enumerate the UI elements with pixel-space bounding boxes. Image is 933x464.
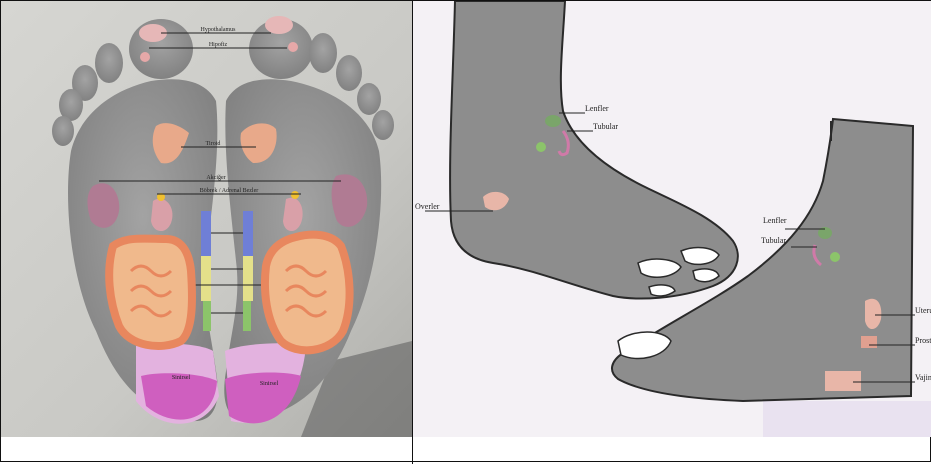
label-lenfler-2: Lenfler: [763, 216, 787, 225]
sole-reflexology-chart: Hypothalamus Hipofiz Tiroid Akciğer Böbr…: [1, 1, 412, 437]
label-hypothalamus: Hypothalamus: [201, 27, 237, 33]
label-vajina: Vajina: [915, 373, 931, 382]
label-right-heel: Sinirsel: [260, 381, 279, 387]
label-pituitary: Hipofiz: [209, 41, 228, 48]
label-thyroid: Tiroid: [206, 141, 221, 147]
right-spine-cervical: [243, 211, 253, 256]
vagina-organ: [825, 371, 861, 391]
left-spine-lumbar: [203, 301, 211, 331]
label-prostat: Prostat: [915, 336, 931, 345]
prostate-organ: [861, 336, 877, 348]
right-toe-4: [357, 83, 381, 115]
left-spine-cervical: [201, 211, 211, 256]
right-spine-lumbar: [243, 301, 251, 331]
left-pituitary-organ: [140, 52, 150, 62]
floor-tint: [763, 401, 931, 437]
label-left-heel: Sinirsel: [172, 375, 191, 381]
label-tubular-2: Tubular: [761, 236, 786, 245]
label-tubular-1: Tubular: [593, 122, 618, 131]
side-illustration: Lenfler Tubular Overler Lenfler Tubular …: [413, 1, 931, 437]
lower-lymph-node: [830, 252, 840, 262]
upper-lymph-organ: [545, 115, 561, 127]
left-toe-2: [95, 43, 123, 83]
right-pituitary-organ: [288, 42, 298, 52]
side-reflexology-chart: Lenfler Tubular Overler Lenfler Tubular …: [413, 1, 931, 437]
sole-illustration: Hypothalamus Hipofiz Tiroid Akciğer Böbr…: [1, 1, 412, 437]
label-uterus: Uterus: [915, 306, 931, 315]
right-spine-thoracic: [243, 256, 253, 301]
right-toe-2: [309, 33, 337, 73]
label-kidney: Böbrek / Adrenal Bezler: [200, 188, 258, 194]
upper-lymph-node: [536, 142, 546, 152]
label-lenfler-1: Lenfler: [585, 104, 609, 113]
label-overler: Overler: [415, 202, 440, 211]
left-toe-5: [52, 116, 74, 146]
right-toe-3: [336, 55, 362, 91]
right-toe-5: [372, 110, 394, 140]
right-hypothalamus-organ: [265, 16, 293, 34]
left-spine-thoracic: [201, 256, 211, 301]
label-lung: Akciğer: [206, 174, 225, 181]
right-adrenal-organ: [291, 191, 299, 199]
